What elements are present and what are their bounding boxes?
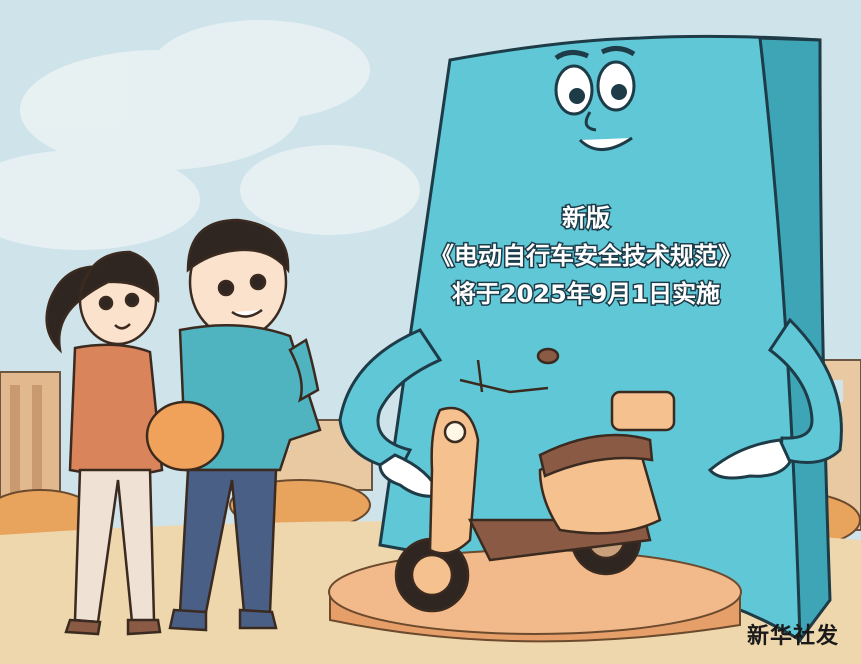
poster-line-1: 新版	[562, 204, 610, 232]
poster-line-3: 将于2025年9月1日实施	[452, 280, 720, 308]
poster-line-2: 《电动自行车安全技术规范》	[430, 242, 742, 270]
display-platform	[328, 549, 742, 643]
scooter-seat	[538, 433, 654, 478]
electric-scooter	[394, 347, 676, 613]
boy-character	[145, 218, 322, 632]
scooter-top-box	[610, 390, 676, 432]
helmet	[145, 400, 225, 472]
girl-character	[45, 250, 164, 636]
poster-right-hand	[707, 438, 792, 480]
poster-smile	[578, 136, 633, 151]
standard-poster-character	[338, 34, 843, 645]
clouds	[0, 20, 420, 250]
image-credit: 新华社发	[746, 624, 839, 649]
poster-left-hand	[378, 453, 443, 498]
